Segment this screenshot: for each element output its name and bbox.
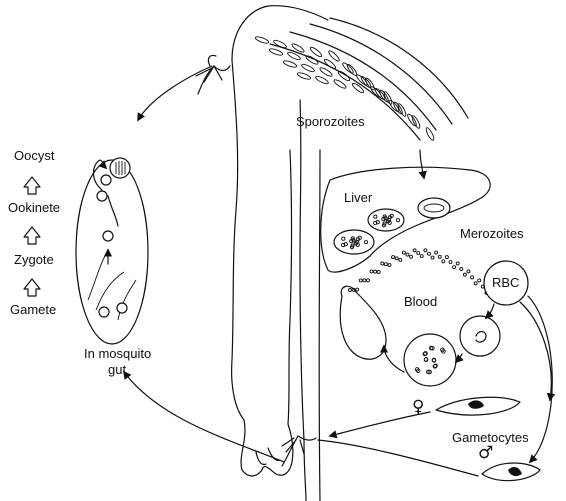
label-merozoites: Merozoites: [460, 226, 524, 241]
label-oocyst: Oocyst: [14, 148, 54, 163]
merozoite: [410, 255, 413, 258]
merozoite: [471, 276, 474, 279]
merozoite: [445, 256, 448, 259]
sporozoite: [301, 63, 316, 73]
male-symbol: ♂: [478, 444, 493, 462]
human-arm-outline: [232, 6, 328, 501]
merozoite: [377, 270, 380, 273]
sporozoite: [287, 51, 302, 61]
merozoite: [363, 279, 366, 282]
sporozoite-to-liver-arrow: [420, 150, 424, 178]
merozoite: [359, 279, 362, 282]
merozoite: [417, 252, 420, 255]
mosquito-top: [196, 55, 230, 94]
liver: [321, 167, 490, 272]
merozoite: [467, 270, 470, 273]
sporozoite: [406, 113, 417, 127]
label-sporozoites: Sporozoites: [296, 114, 365, 129]
merozoite: [474, 282, 477, 285]
label-gut: gut: [108, 362, 126, 377]
merozoite: [374, 270, 377, 273]
label-gamete: Gamete: [10, 302, 56, 317]
cycle-arrow-bottom: [124, 372, 284, 462]
sporozoite: [291, 42, 305, 53]
merozoite: [449, 261, 452, 264]
sporozoite: [283, 60, 298, 69]
label-rbc: RBC: [492, 275, 519, 290]
stage-arrows: [24, 177, 40, 296]
merozoite: [395, 257, 398, 260]
merozoite: [406, 253, 409, 256]
merozoite: [388, 264, 391, 267]
mosquito-bottom: [282, 436, 316, 466]
merozoite: [424, 249, 427, 252]
sporozoite: [319, 66, 333, 77]
female-symbol: ♀: [412, 398, 424, 416]
label-liver: Liver: [344, 190, 372, 205]
merozoite: [456, 262, 459, 265]
merozoite: [399, 258, 402, 261]
sporozoite: [297, 72, 312, 81]
merozoite: [431, 256, 434, 259]
merozoite: [463, 273, 466, 276]
merozoite: [478, 279, 481, 282]
sporozoite: [333, 78, 347, 89]
merozoite: [349, 289, 352, 292]
merozoite: [427, 252, 430, 255]
sporozoite: [315, 75, 330, 85]
mosquito-gut: [76, 158, 148, 344]
merozoite: [435, 251, 438, 254]
sporozoite: [309, 46, 323, 58]
sporozoite: [425, 127, 435, 141]
merozoite: [438, 255, 441, 258]
sporozoite: [273, 39, 288, 49]
merozoite: [381, 262, 384, 265]
label-in-mosquito: In mosquito: [84, 346, 151, 361]
merozoite: [420, 255, 423, 258]
merozoite: [392, 256, 395, 259]
merozoite: [460, 267, 463, 270]
merozoite: [370, 270, 373, 273]
sporozoite: [269, 48, 284, 57]
merozoite: [384, 263, 387, 266]
label-zygote: Zygote: [14, 252, 54, 267]
merozoite: [366, 279, 369, 282]
merozoite: [356, 288, 359, 291]
merozoite: [402, 251, 405, 254]
label-blood: Blood: [404, 294, 437, 309]
label-ookinete: Ookinete: [8, 200, 60, 215]
merozoite: [442, 260, 445, 263]
sporozoite: [255, 36, 270, 45]
merozoite: [413, 249, 416, 252]
merozoite: [453, 266, 456, 269]
